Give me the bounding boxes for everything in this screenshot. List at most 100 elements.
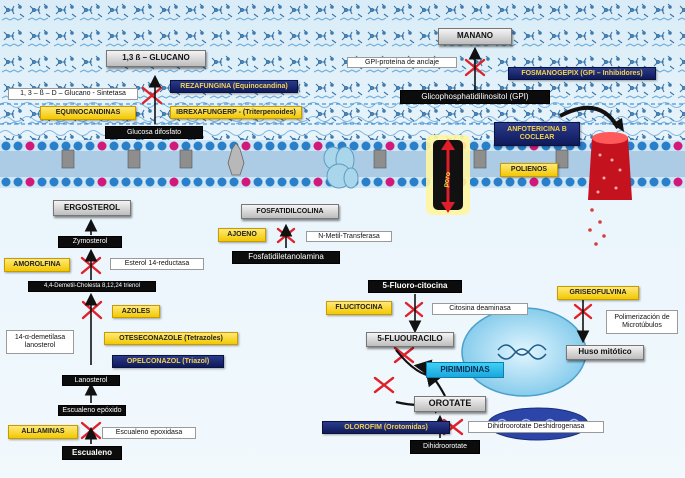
lipid-head xyxy=(73,141,83,151)
cochleate-barrel-icon xyxy=(559,106,632,246)
lipid-head xyxy=(85,141,95,151)
lipid-head xyxy=(49,141,59,151)
lipid-head xyxy=(277,141,287,151)
lipid-head xyxy=(673,177,683,187)
lipid-head xyxy=(13,141,23,151)
lipid-head xyxy=(241,177,251,187)
lipid-head xyxy=(181,141,191,151)
lipid-head xyxy=(181,177,191,187)
lipid-head xyxy=(313,177,323,187)
lipid-head xyxy=(25,177,35,187)
ergosterol-label: ERGOSTEROL xyxy=(53,200,131,216)
lipid-head xyxy=(37,141,47,151)
glucan-label: 1,3 ß – GLUCANO xyxy=(106,50,206,67)
lipid-head xyxy=(673,141,683,151)
fosmanogepix-label: FOSMANOGEPIX (GPI – Inhibidores) xyxy=(508,67,656,80)
lipid-head xyxy=(217,141,227,151)
escualeno-epoxido-label: Escualeno epóxido xyxy=(58,405,126,416)
lipid-head xyxy=(277,177,287,187)
metil-transferasa-label: N-Metil-Transferasa xyxy=(306,231,392,242)
pore-label: poro xyxy=(443,171,453,188)
lipid-head xyxy=(265,141,275,151)
lipid-head xyxy=(637,141,647,151)
lipid-head xyxy=(61,141,71,151)
fluorocitocina-label: 5-Fluoro-citocina xyxy=(368,280,462,293)
opelconazol-label: OPELCONAZOL (Triazol) xyxy=(112,355,224,368)
lipid-head xyxy=(1,177,11,187)
lipid-head xyxy=(265,177,275,187)
azoles-label: AZOLES xyxy=(112,305,160,318)
olorofim-label: OLOROFIM (Orotomidas) xyxy=(322,421,450,434)
lipid-head xyxy=(205,141,215,151)
lipid-head xyxy=(373,177,383,187)
pore-icon xyxy=(426,135,470,215)
lipid-head xyxy=(301,177,311,187)
zymosterol-label: Zymosterol xyxy=(58,236,122,248)
esterol-reductase-label: Esterol 14-reductasa xyxy=(110,258,204,270)
lipid-head xyxy=(61,177,71,187)
escualeno-epoxidasa-label: Escualeno epoxidasa xyxy=(102,427,196,439)
dihidroorotate-label: Dihidroorotate xyxy=(410,440,480,454)
lipid-head xyxy=(313,141,323,151)
lipid-head xyxy=(481,141,491,151)
lipid-head xyxy=(97,177,107,187)
lipid-head xyxy=(241,141,251,151)
lipid-head xyxy=(73,177,83,187)
lipid-head xyxy=(145,177,155,187)
lipid-head xyxy=(217,177,227,187)
dimethyl-cholesta-label: 4,4-Demetil-Cholesta 8,12,24 trienol xyxy=(28,281,156,292)
lipid-head xyxy=(205,177,215,187)
lipid-head xyxy=(649,141,659,151)
gpi-anchor-protein-label: GPI-proteína de anclaje xyxy=(347,57,457,68)
fosfatidilcolina-label: FOSFATIDILCOLINA xyxy=(241,204,339,219)
lipid-head xyxy=(517,177,527,187)
oteseconazole-label: OTESECONAZOLE (Tetrazoles) xyxy=(104,332,238,345)
lipid-head xyxy=(649,177,659,187)
ajoeno-label: AJOENO xyxy=(218,228,266,242)
lanosterol-label: Lanosterol xyxy=(62,375,120,386)
lipid-head xyxy=(229,177,239,187)
lipid-head xyxy=(109,141,119,151)
lipid-head xyxy=(661,141,671,151)
lipid-head xyxy=(289,141,299,151)
lipid-head xyxy=(193,177,203,187)
lipid-head xyxy=(157,141,167,151)
polimerizacion-label: Polimerización de Microtúbulos xyxy=(606,310,678,334)
amorolfina-label: AMOROLFINA xyxy=(4,258,70,272)
lipid-head xyxy=(637,177,647,187)
lipid-head xyxy=(193,141,203,151)
lipid-head xyxy=(169,141,179,151)
lipid-head xyxy=(121,141,131,151)
equinocandinas-label: EQUINOCANDINAS xyxy=(40,106,136,120)
lipid-head xyxy=(301,141,311,151)
lipid-head xyxy=(409,141,419,151)
lipid-head xyxy=(289,177,299,187)
lipid-head xyxy=(85,177,95,187)
lipid-head xyxy=(529,177,539,187)
demethylase-label: 14-α-demetilasa lanosterol xyxy=(6,330,74,354)
glucose-diphosphate-label: Glucosa difosfato xyxy=(105,126,203,139)
lipid-head xyxy=(1,141,11,151)
lipid-head xyxy=(97,141,107,151)
lipid-head xyxy=(121,177,131,187)
lipid-head xyxy=(253,177,263,187)
lipid-head xyxy=(109,177,119,187)
lipid-head xyxy=(37,177,47,187)
lipid-head xyxy=(169,177,179,187)
lipid-head xyxy=(157,177,167,187)
lipid-head xyxy=(133,141,143,151)
fluouracilo-label: 5-FLUOURACILO xyxy=(366,332,454,347)
pirimidinas-label: PIRIMIDINAS xyxy=(426,362,504,378)
lipid-heads-bottom xyxy=(1,177,683,187)
rezafungina-label: REZAFUNGINA (Equinocandina) xyxy=(170,80,298,93)
fosfatidiletanolamina-label: Fosfatidiletanolamina xyxy=(232,251,340,264)
lipid-head xyxy=(553,177,563,187)
citosina-deaminasa-label: Citosina deaminasa xyxy=(432,303,528,315)
mannan-label: MANANO xyxy=(438,28,512,45)
lipid-head xyxy=(577,177,587,187)
lipid-head xyxy=(385,141,395,151)
escualeno-label: Escualeno xyxy=(62,446,122,460)
lipid-head xyxy=(469,141,479,151)
